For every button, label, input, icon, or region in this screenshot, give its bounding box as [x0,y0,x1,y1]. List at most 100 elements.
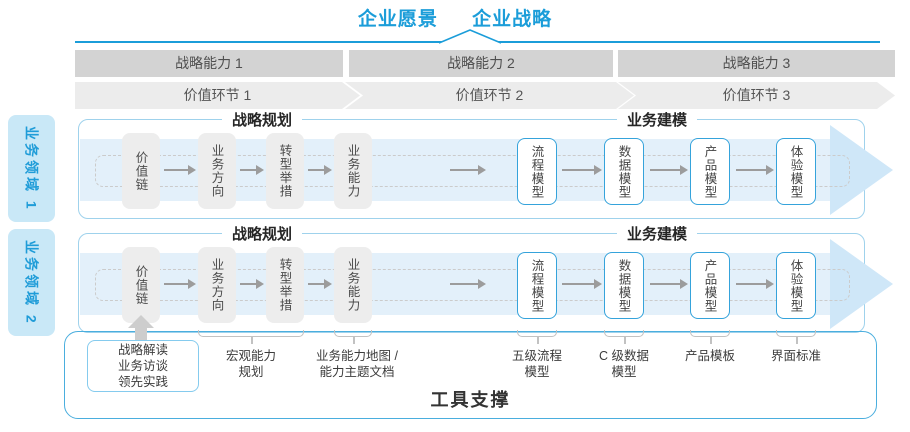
flow-arrow-icon [562,165,602,175]
box-business-capability: 业务能力 [334,247,372,323]
box-transformation-initiatives: 转型举措 [266,133,304,209]
domain-tab-label: 业务领域 2 [23,239,40,326]
callout-line: 模型 [611,365,637,379]
section-title-planning: 战略规划 [221,223,303,244]
box-label: 产品模型 [702,144,717,199]
box-business-direction: 业务方向 [198,247,236,323]
callout-label-data-model: C 级数据 模型 [599,348,649,380]
box-label: 业务方向 [209,144,224,198]
strategy-label: 企业战略 [472,9,553,30]
flow-arrow-icon [240,165,264,175]
flow-arrow-icon [164,279,196,289]
box-label: 流程模型 [529,258,544,313]
flow-arrow-icon [650,279,688,289]
box-data-model: 数据模型 [604,252,644,319]
callout-stem [353,336,355,344]
flow-arrow-icon [450,279,486,289]
insight-line: 战略解读 [117,343,168,357]
flow-arrow-icon [736,165,774,175]
domain-tab-label: 业务领域 1 [23,125,40,212]
box-label: 转型举措 [277,258,292,312]
box-label: 体验模型 [788,258,803,313]
callout-stem [624,336,626,344]
box-label: 业务能力 [345,258,360,312]
section-title-modeling: 业务建模 [616,223,698,244]
insight-sources-box: 战略解读 业务访谈 领先实践 [87,340,199,392]
callout-stem [537,336,539,344]
callout-label-interface-standard: 界面标准 [771,348,821,364]
box-product-model: 产品模型 [690,252,730,319]
box-transformation-initiatives: 转型举措 [266,247,304,323]
tool-support-title: 工具支撑 [430,390,511,410]
callout-line: 产品模板 [684,349,736,363]
callout-label-product-template: 产品模板 [685,348,735,364]
value-link-chevron-1: 价值环节 1 [75,82,360,109]
value-link-label: 价值环节 3 [722,87,791,103]
section-title-planning: 战略规划 [221,109,303,130]
box-process-model: 流程模型 [517,252,557,319]
box-business-capability: 业务能力 [334,133,372,209]
box-data-model: 数据模型 [604,138,644,205]
box-label: 价值链 [133,150,148,192]
callout-line: 规划 [238,365,264,379]
flow-arrow-icon [308,279,332,289]
callout-stem [710,336,712,344]
flow-arrow-icon [562,279,602,289]
dashed-track [95,269,850,301]
capability-bar-label: 战略能力 1 [175,55,243,71]
box-experience-model: 体验模型 [776,252,816,319]
flow-arrow-icon [450,165,486,175]
box-label: 数据模型 [616,144,631,199]
top-title: 企业愿景 企业战略 [0,4,910,31]
callout-line: 能力主题文档 [319,365,395,379]
callout-label-capability-map: 业务能力地图 / 能力主题文档 [316,348,398,380]
box-product-model: 产品模型 [690,138,730,205]
box-label: 业务能力 [345,144,360,198]
insight-line: 领先实践 [117,375,168,389]
up-arrow-icon [128,315,154,328]
vision-label: 企业愿景 [357,9,438,30]
callout-line: 模型 [524,365,550,379]
capability-bar-3: 战略能力 3 [618,50,895,77]
box-business-direction: 业务方向 [198,133,236,209]
up-arrow-icon [135,327,147,342]
flow-arrow-icon [308,165,332,175]
section-title-modeling: 业务建模 [616,109,698,130]
box-label: 数据模型 [616,258,631,313]
box-experience-model: 体验模型 [776,138,816,205]
callout-line: C 级数据 [598,349,650,363]
callout-stem [251,336,253,344]
box-label: 价值链 [133,264,148,306]
callout-line: 界面标准 [770,349,822,363]
box-label: 业务方向 [209,258,224,312]
box-value-chain: 价值链 [122,133,160,209]
callout-label-process-model: 五级流程 模型 [512,348,562,380]
box-label: 体验模型 [788,144,803,199]
caret-up-icon [438,29,502,44]
flow-arrow-icon [164,165,196,175]
domain-tab-2: 业务领域 2 [8,229,55,336]
capability-bar-label: 战略能力 2 [447,55,515,71]
flow-arrow-icon [650,165,688,175]
callout-line: 业务能力地图 / [316,349,398,363]
box-process-model: 流程模型 [517,138,557,205]
callout-stem [796,336,798,344]
callout-line: 宏观能力 [225,349,277,363]
insight-line: 业务访谈 [117,359,168,373]
box-label: 产品模型 [702,258,717,313]
value-link-chevron-3: 价值环节 3 [618,82,895,109]
value-link-chevron-2: 价值环节 2 [345,82,634,109]
capability-bar-2: 战略能力 2 [349,50,613,77]
dashed-track [95,155,850,187]
callout-line: 五级流程 [511,349,563,363]
capability-bar-1: 战略能力 1 [75,50,343,77]
callout-label-macro-capability: 宏观能力 规划 [226,348,276,380]
box-label: 流程模型 [529,144,544,199]
box-value-chain: 价值链 [122,247,160,323]
business-domain-row-2: 业务领域 2 战略规划 业务建模 价值链 业务方向 转型举措 业务能力 流程模型… [0,223,910,336]
capability-bar-label: 战略能力 3 [722,55,791,71]
flow-arrow-icon [240,279,264,289]
box-label: 转型举措 [277,144,292,198]
domain-tab-1: 业务领域 1 [8,115,55,222]
